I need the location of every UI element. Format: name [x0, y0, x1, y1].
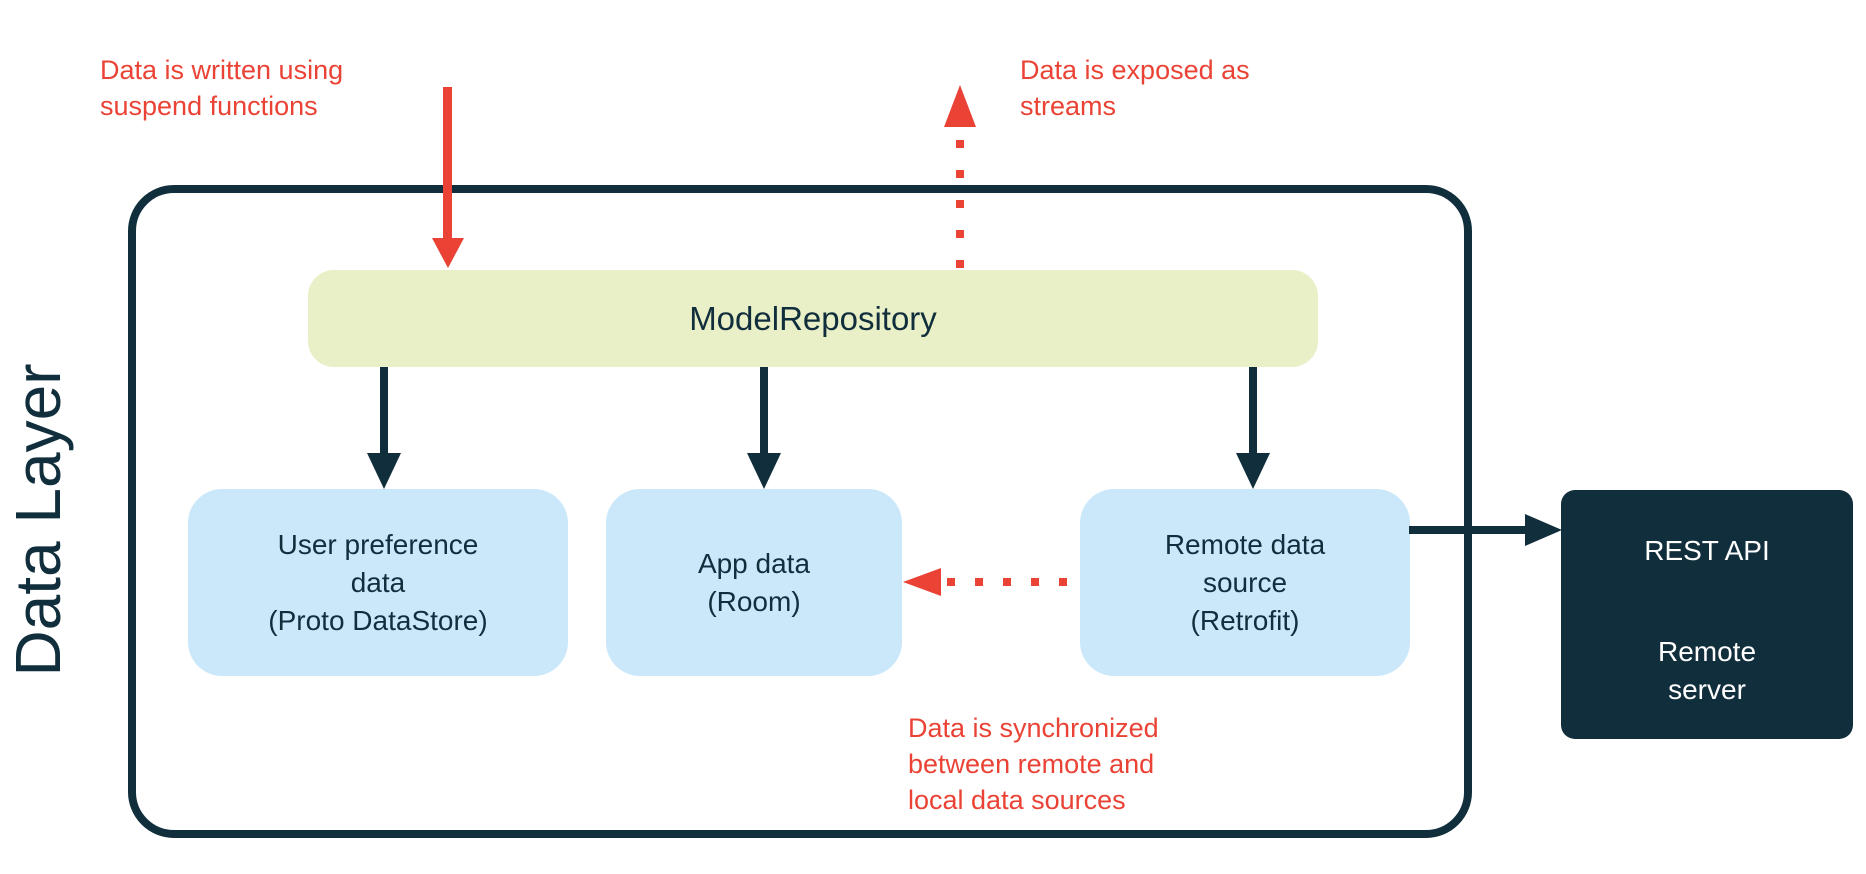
arrow-head-up-icon — [944, 85, 976, 127]
rest-api-label: REST API — [1644, 535, 1770, 566]
streams-arrow-dotted-line — [956, 140, 964, 270]
user-preference-data-box: User preference data (Proto DataStore) — [188, 489, 568, 676]
data-layer-boundary — [128, 185, 1472, 838]
remote-server-box: REST API Remote server — [1561, 490, 1853, 739]
arrow-head-right-icon — [1525, 514, 1562, 546]
arrow-head-down-icon — [1236, 453, 1270, 489]
app-data-box: App data (Room) — [606, 489, 902, 676]
arrow-line — [380, 367, 388, 453]
arrow-head-left-icon — [903, 568, 941, 596]
remote-data-source-label: Remote data source (Retrofit) — [1164, 528, 1326, 636]
model-repository-box: ModelRepository — [308, 270, 1318, 367]
arrow-head-down-icon — [747, 453, 781, 489]
remote-data-source-box: Remote data source (Retrofit) — [1080, 489, 1410, 676]
remote-server-label: Remote server — [1657, 636, 1757, 705]
annotation-exposed-streams: Data is exposed as streams — [1020, 55, 1250, 121]
arrow-head-down-icon — [432, 238, 464, 268]
arrow-line — [760, 367, 768, 453]
model-repository-label: ModelRepository — [689, 299, 937, 337]
annotation-write-suspend: Data is written using suspend functions — [100, 55, 344, 121]
user-preference-data-label: User preference data (Proto DataStore) — [268, 528, 488, 636]
arrow-head-down-icon — [367, 453, 401, 489]
annotation-data-sync: Data is synchronized between remote and … — [908, 713, 1159, 815]
data-layer-label: Data Layer — [2, 363, 74, 677]
app-data-label: App data (Room) — [697, 547, 811, 617]
sync-arrow-dotted-line — [947, 578, 1080, 586]
arrow-line — [1249, 367, 1257, 453]
write-arrow-line — [443, 87, 452, 239]
arrow-line — [1409, 526, 1526, 534]
